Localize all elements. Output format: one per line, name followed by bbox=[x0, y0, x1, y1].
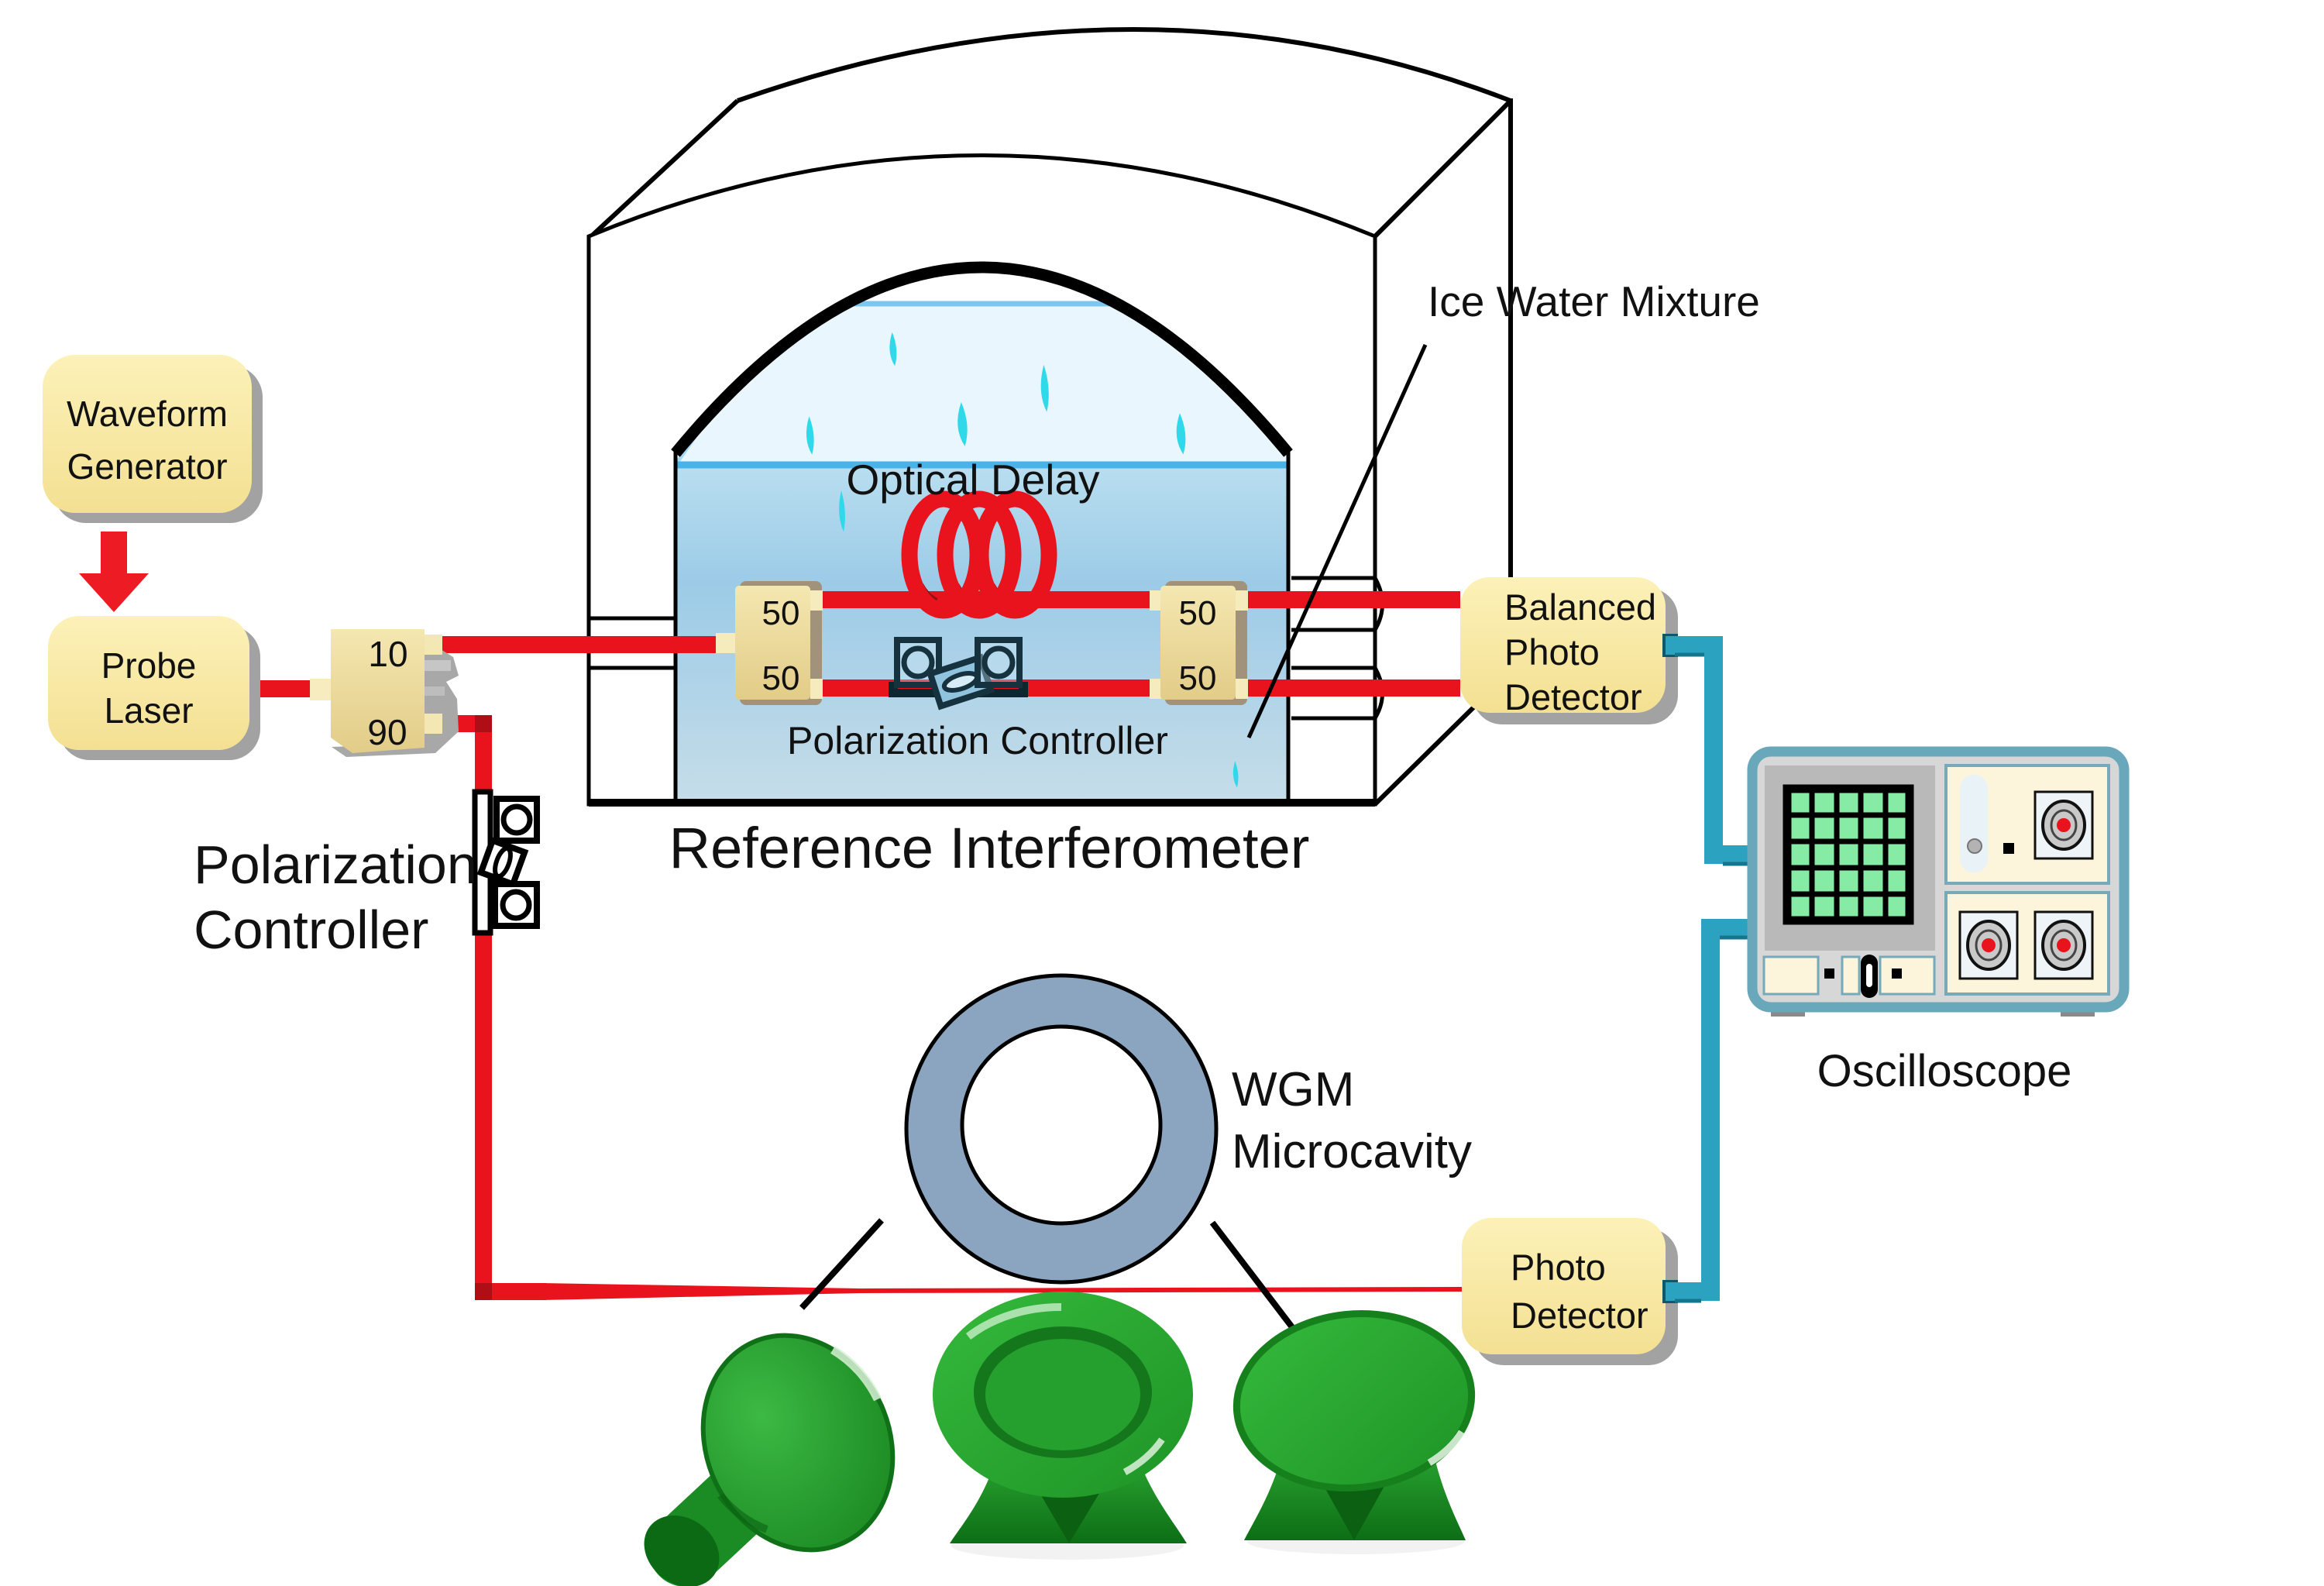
coupler-right-bottom-ratio: 50 bbox=[1179, 659, 1217, 697]
tank-arch bbox=[671, 261, 1293, 457]
probe-laser-label-line1: Probe bbox=[101, 645, 197, 686]
scope-bnc-connector bbox=[1958, 910, 2019, 980]
polarization-controller-label-line2: Controller bbox=[194, 900, 428, 960]
wgm-label-line1: WGM bbox=[1232, 1063, 1354, 1116]
scope-bnc-connector bbox=[2033, 790, 2094, 860]
optical-delay: Optical Delay bbox=[846, 456, 1100, 619]
coupler-right: 50 50 bbox=[1150, 581, 1248, 705]
taper-mark-right bbox=[1209, 1220, 1295, 1330]
microcavity-photo-toroid bbox=[933, 1292, 1193, 1543]
polarization-controller-label-line1: Polarization bbox=[194, 834, 477, 895]
tank-polarization-controller-label: Polarization Controller bbox=[787, 719, 1168, 762]
pd-label-line1: Photo bbox=[1511, 1247, 1606, 1288]
scope-knob-small bbox=[1967, 838, 1982, 854]
coupler-left-bottom-ratio: 50 bbox=[762, 659, 800, 697]
bpd-label-line1: Balanced bbox=[1504, 587, 1656, 628]
electrical-cables bbox=[1662, 634, 1752, 1303]
balanced-photo-detector-box: Balanced Photo Detector bbox=[1460, 577, 1678, 724]
scope-button bbox=[1892, 968, 1902, 979]
polarization-controller-icon bbox=[472, 789, 540, 936]
tapered-fiber bbox=[541, 1283, 1462, 1300]
probe-laser-box: Probe Laser bbox=[48, 616, 260, 760]
waveform-generator-box: Waveform Generator bbox=[43, 355, 263, 523]
scope-panel-top-right bbox=[1944, 764, 2110, 885]
coupler-left-top-ratio: 50 bbox=[762, 594, 800, 632]
microcavity-photo-side bbox=[644, 1333, 896, 1586]
ice-water-callout: Ice Water Mixture bbox=[1246, 277, 1760, 739]
splitter-port-90: 90 bbox=[367, 712, 407, 752]
microcavity-ring-inner bbox=[960, 1024, 1163, 1226]
oscilloscope-label: Oscilloscope bbox=[1817, 1046, 2072, 1096]
splitter-port-10: 10 bbox=[368, 634, 407, 674]
chamber-right-slant bbox=[1373, 98, 1513, 239]
polarization-controller-label: Polarization Controller bbox=[194, 834, 477, 960]
drive-arrow-icon bbox=[79, 532, 149, 612]
probe-laser-label-line2: Laser bbox=[104, 690, 193, 731]
water-surface-plane bbox=[676, 304, 1288, 465]
delay-coil-loop bbox=[937, 490, 1022, 619]
coupler-left: 50 50 bbox=[716, 581, 823, 705]
scope-button bbox=[1824, 968, 1834, 979]
scope-slider bbox=[1960, 775, 1988, 872]
waveform-generator-label-line2: Generator bbox=[67, 446, 227, 487]
cable-bpd-to-scope bbox=[1666, 636, 1752, 864]
scope-bnc-connector bbox=[2033, 910, 2094, 980]
chamber-left-slant bbox=[586, 98, 740, 241]
pd-label-line2: Detector bbox=[1511, 1295, 1648, 1336]
wgm-microcavity: WGM Microcavity bbox=[799, 973, 1472, 1330]
ice-water-label: Ice Water Mixture bbox=[1428, 277, 1760, 325]
reference-interferometer-title: Reference Interferometer bbox=[669, 816, 1310, 880]
chamber-back-arc bbox=[737, 27, 1512, 103]
bpd-label-line3: Detector bbox=[1504, 676, 1642, 717]
scope-button bbox=[2003, 843, 2014, 854]
optical-delay-label: Optical Delay bbox=[846, 456, 1100, 504]
ice-water-pointer-line bbox=[1246, 343, 1428, 739]
microcavity-photos bbox=[644, 1292, 1476, 1586]
fiber-to-taper bbox=[475, 930, 546, 1300]
tank-polarization-controller-icon bbox=[889, 637, 1028, 710]
cable-pd-to-scope bbox=[1666, 919, 1752, 1301]
oscilloscope: Oscilloscope bbox=[1747, 746, 2130, 1096]
microcavity-photo-disc bbox=[1232, 1309, 1476, 1540]
wgm-label-line2: Microcavity bbox=[1232, 1125, 1472, 1178]
fiber-splitter: 10 90 bbox=[310, 629, 459, 757]
scope-panel-bottom-right bbox=[1944, 891, 2110, 996]
scope-screen bbox=[1783, 784, 1914, 925]
bpd-label-line2: Photo bbox=[1504, 631, 1600, 673]
delay-coil-loop bbox=[972, 490, 1057, 619]
photo-detector-box: Photo Detector bbox=[1462, 1218, 1678, 1365]
waveform-generator-label-line1: Waveform bbox=[67, 394, 228, 434]
taper-mark-left bbox=[799, 1218, 884, 1310]
coupler-right-top-ratio: 50 bbox=[1179, 594, 1217, 632]
scope-bottom-controls bbox=[1762, 955, 1936, 998]
